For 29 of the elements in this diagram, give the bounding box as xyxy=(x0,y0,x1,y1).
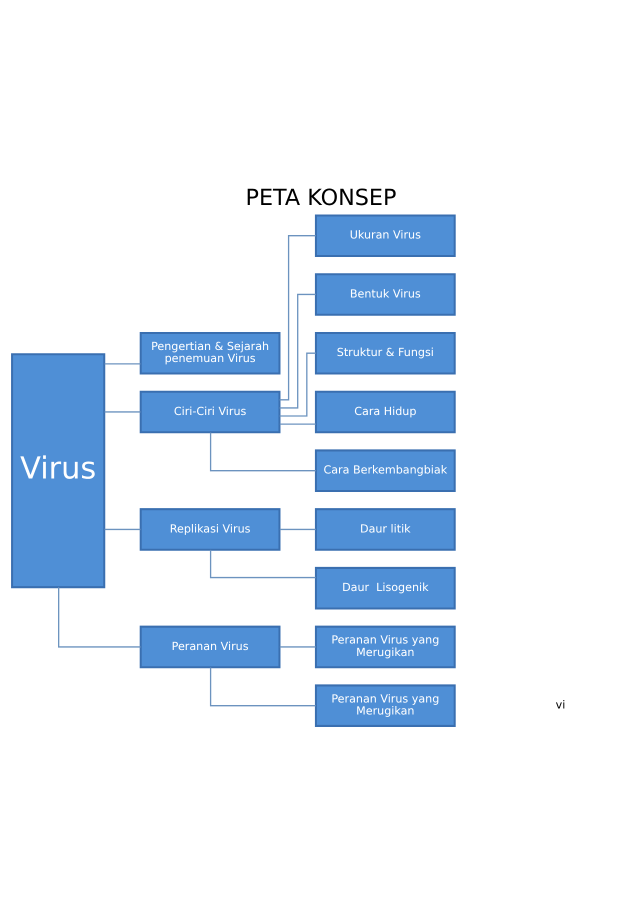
connector xyxy=(280,352,316,417)
connector xyxy=(280,423,316,425)
connector xyxy=(58,587,141,648)
diagram-title: PETA KONSEP xyxy=(246,184,396,211)
label: vi xyxy=(556,698,566,712)
connector xyxy=(104,411,140,413)
connector xyxy=(280,294,316,409)
node-box: Daur Lisogenik xyxy=(314,566,456,610)
node-box: Peranan Virus yang Merugikan xyxy=(314,626,456,668)
node-box: Cara Berkembangbiak xyxy=(314,449,456,492)
connector xyxy=(210,668,316,706)
connector xyxy=(280,235,316,400)
connector xyxy=(104,363,140,364)
node-box: Bentuk Virus xyxy=(314,273,456,316)
node-box: Replikasi Virus xyxy=(140,508,280,551)
node-box: Ciri-Ciri Virus xyxy=(140,390,280,434)
node-box: Virus xyxy=(11,353,106,588)
connector xyxy=(280,528,316,530)
node-box: Cara Hidup xyxy=(314,390,456,434)
node-box: Peranan Virus xyxy=(140,626,280,668)
node-box: Ukuran Virus xyxy=(314,214,456,257)
node-box: Peranan Virus yang Merugikan xyxy=(314,684,456,727)
connector xyxy=(210,432,316,472)
node-box: Pengertian & Sejarah penemuan Virus xyxy=(140,332,280,374)
connector xyxy=(210,550,316,578)
connector xyxy=(104,528,140,530)
connector xyxy=(280,646,316,648)
node-box: Daur litik xyxy=(314,508,456,551)
node-box: Struktur & Fungsi xyxy=(314,332,456,374)
